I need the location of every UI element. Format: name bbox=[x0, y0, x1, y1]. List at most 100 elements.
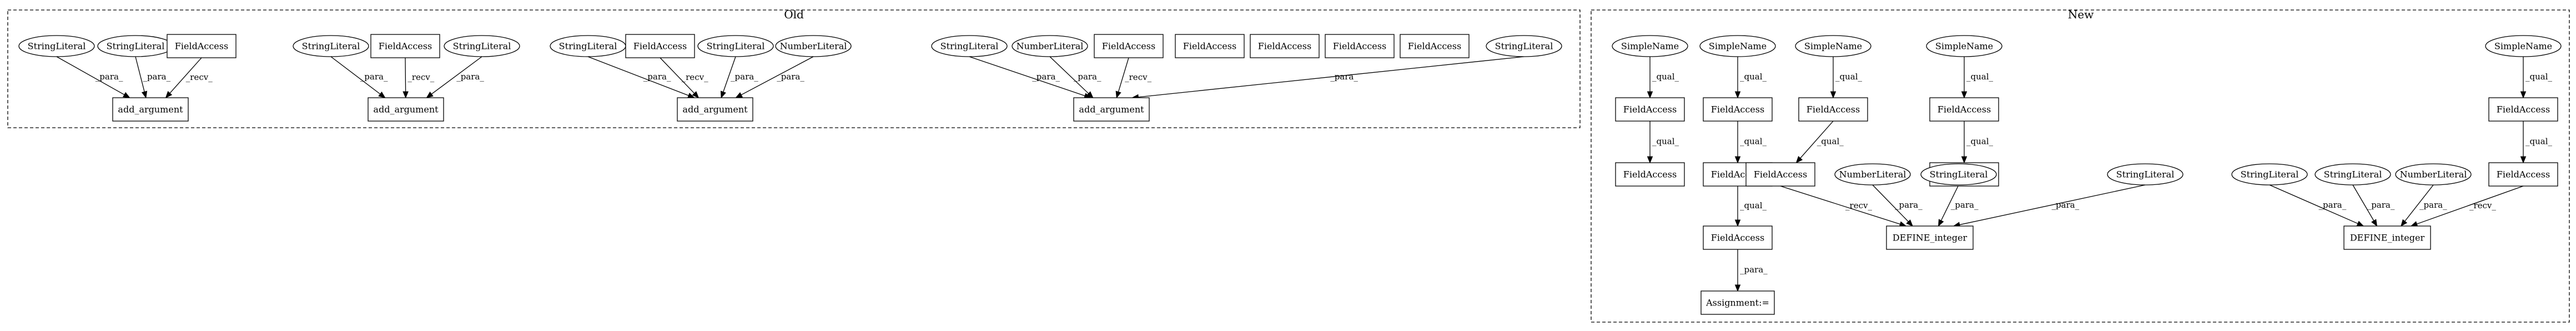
node-label: FieldAccess bbox=[1711, 233, 1764, 243]
box-shape bbox=[1703, 97, 1773, 122]
edge-n_fa3-to-n_fa3b: _qual_ bbox=[1795, 121, 1844, 163]
edge-arrowhead bbox=[1115, 91, 1121, 99]
edge-arrowhead bbox=[2410, 221, 2418, 227]
node-simplename-n_sn4: SimpleName bbox=[1926, 35, 2003, 57]
edge-label: _para_ bbox=[1951, 200, 1979, 210]
edge-o_fa2-to-o_add2: _recv_ bbox=[402, 57, 435, 99]
edge-label: _para_ bbox=[2051, 200, 2079, 210]
edge-arrowhead bbox=[1647, 91, 1653, 99]
node-stringliteral-n_sl3: StringLiteral bbox=[2231, 163, 2308, 185]
edge-label: _para_ bbox=[2367, 200, 2395, 210]
node-label: FieldAccess bbox=[1408, 41, 1461, 52]
edge-arrowhead bbox=[1734, 284, 1741, 292]
edge-arrowhead bbox=[1795, 156, 1803, 163]
node-add-argument-o_add4: add_argument bbox=[1073, 97, 1150, 122]
node-label: FieldAccess bbox=[2497, 104, 2550, 115]
box-shape bbox=[1073, 97, 1150, 122]
node-label: StringLiteral bbox=[1930, 169, 1988, 180]
node-label: StringLiteral bbox=[2241, 169, 2299, 180]
node-label: FieldAccess bbox=[1754, 169, 1807, 180]
ellipse-shape bbox=[1612, 35, 1688, 57]
edge-arrowhead bbox=[426, 91, 434, 98]
edge-label: _recv_ bbox=[2469, 200, 2496, 210]
edge-arrowhead bbox=[402, 91, 409, 99]
edge-label: _para_ bbox=[2419, 200, 2447, 210]
box-shape bbox=[368, 97, 444, 122]
edge-o_fa4-to-o_add4: _recv_ bbox=[1115, 57, 1152, 99]
cluster-new bbox=[1591, 9, 2570, 323]
node-label: SimpleName bbox=[2494, 41, 2552, 52]
box-shape bbox=[1250, 34, 1320, 58]
edge-line bbox=[741, 56, 814, 96]
node-label: StringLiteral bbox=[107, 41, 165, 52]
edge-label: _para_ bbox=[777, 72, 804, 82]
node-label: StringLiteral bbox=[453, 41, 511, 52]
node-simplename-n_sn5: SimpleName bbox=[2485, 35, 2562, 57]
edge-n_nl1-to-n_def1: _para_ bbox=[1872, 184, 1923, 227]
edge-n_sn1-to-n_fa1: _qual_ bbox=[1647, 57, 1679, 99]
edge-arrowhead bbox=[378, 91, 386, 98]
edge-label: _recv_ bbox=[1125, 72, 1151, 82]
node-label: add_argument bbox=[118, 104, 183, 115]
node-fieldaccess-n_fa3b: FieldAccess bbox=[1745, 162, 1815, 187]
edge-arrowhead bbox=[1734, 219, 1741, 227]
edge-line bbox=[1940, 184, 1959, 221]
node-fieldaccess-n_fa2c: FieldAccess bbox=[1703, 225, 1773, 250]
box-shape bbox=[2488, 97, 2558, 122]
edge-label: _qual_ bbox=[1740, 72, 1767, 82]
node-label: add_argument bbox=[1079, 104, 1144, 115]
node-label: DEFINE_integer bbox=[2350, 233, 2425, 243]
ellipse-shape bbox=[2395, 163, 2472, 185]
edge-line bbox=[723, 56, 736, 92]
edge-arrowhead bbox=[2401, 219, 2408, 227]
node-label: add_argument bbox=[682, 104, 748, 115]
ellipse-shape bbox=[444, 35, 520, 57]
edge-label: _recv_ bbox=[186, 72, 213, 82]
edge-arrowhead bbox=[2356, 220, 2364, 227]
node-stringliteral-n_sl1: StringLiteral bbox=[1920, 163, 1997, 185]
ellipse-shape bbox=[1699, 35, 1776, 57]
edge-line bbox=[2417, 185, 2524, 224]
node-fieldaccess-o_fa5: FieldAccess bbox=[1175, 34, 1245, 58]
edge-arrowhead bbox=[1734, 156, 1741, 164]
edge-o_sl5-to-o_add3: _para_ bbox=[587, 56, 695, 98]
node-label: StringLiteral bbox=[707, 41, 765, 52]
edge-o_sl2-to-o_add1: _para_ bbox=[135, 56, 171, 99]
node-stringliteral-o_sl2: StringLiteral bbox=[97, 35, 174, 57]
node-label: FieldAccess bbox=[1623, 169, 1677, 180]
node-label: SimpleName bbox=[1804, 41, 1862, 52]
box-shape bbox=[1798, 97, 1868, 122]
node-fieldaccess-o_fa6: FieldAccess bbox=[1250, 34, 1320, 58]
edge-arrowhead bbox=[1086, 91, 1094, 98]
edge-n_fa2-to-n_fa2b: _qual_ bbox=[1734, 121, 1767, 164]
node-label: SimpleName bbox=[1935, 41, 1993, 52]
ellipse-shape bbox=[1920, 163, 1997, 185]
node-assignment-n_assign: Assignment:= bbox=[1700, 290, 1775, 315]
box-shape bbox=[2488, 162, 2558, 187]
edge-label: _para_ bbox=[95, 72, 123, 82]
edge-line bbox=[169, 57, 202, 94]
edge-n_sl4-to-n_def2: _para_ bbox=[2352, 184, 2395, 227]
node-stringliteral-o_sl8: StringLiteral bbox=[1486, 35, 1562, 57]
box-shape bbox=[1325, 34, 1395, 58]
node-stringliteral-o_sl7: StringLiteral bbox=[931, 35, 1008, 57]
edge-label: _para_ bbox=[1740, 265, 1768, 275]
node-stringliteral-o_sl4: StringLiteral bbox=[444, 35, 520, 57]
ellipse-shape bbox=[1012, 35, 1088, 57]
edge-n_sn4-to-n_fa4: _qual_ bbox=[1961, 57, 1994, 99]
edge-n_fa2b-to-n_fa2c: _qual_ bbox=[1734, 186, 1767, 227]
edge-n_sl1-to-n_def1: _para_ bbox=[1938, 184, 1979, 227]
edge-line bbox=[1049, 56, 1089, 94]
node-define-integer-n_def1: DEFINE_integer bbox=[1886, 225, 1974, 250]
node-stringliteral-o_sl3: StringLiteral bbox=[293, 35, 369, 57]
edge-arrowhead bbox=[720, 91, 726, 99]
edge-n_fa5-to-n_fa5b: _qual_ bbox=[2520, 121, 2553, 164]
node-numberliteral-n_nl2: NumberLiteral bbox=[2395, 163, 2472, 185]
node-label: FieldAccess bbox=[1623, 104, 1677, 115]
edge-line bbox=[2404, 184, 2434, 222]
edge-line bbox=[135, 56, 145, 92]
node-label: NumberLiteral bbox=[1017, 41, 1084, 52]
edge-label: _para_ bbox=[731, 72, 758, 82]
box-shape bbox=[1615, 162, 1685, 187]
edge-label: _para_ bbox=[456, 72, 484, 82]
